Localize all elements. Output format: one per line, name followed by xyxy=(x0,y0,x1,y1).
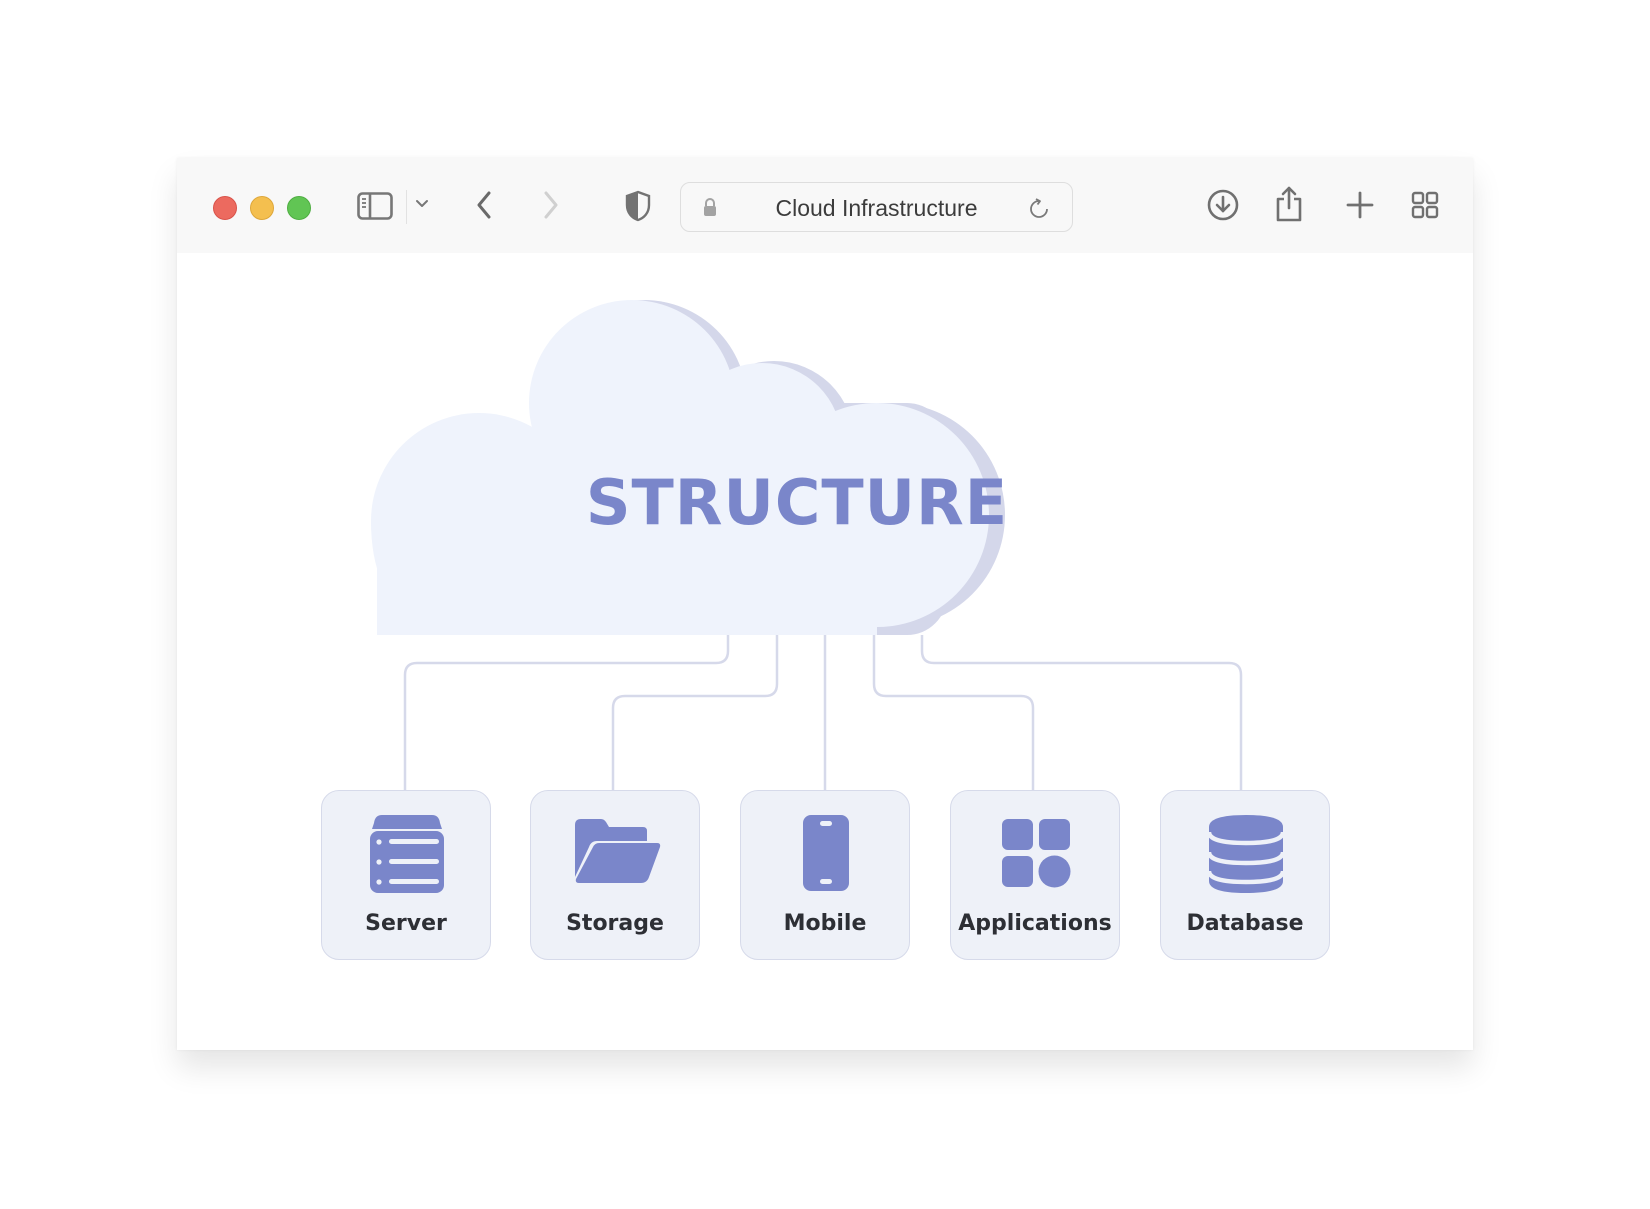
share-icon[interactable] xyxy=(1273,184,1305,224)
node-label: Storage xyxy=(566,911,664,936)
database-icon xyxy=(1201,809,1291,899)
download-icon[interactable] xyxy=(1206,188,1240,222)
plus-icon[interactable] xyxy=(1345,190,1375,220)
browser-window: Cloud Infrastructure xyxy=(177,158,1473,1050)
chevron-down-icon[interactable] xyxy=(414,196,430,212)
shield-icon[interactable] xyxy=(624,189,652,223)
node-applications[interactable]: Applications xyxy=(950,790,1120,960)
node-database[interactable]: Database xyxy=(1160,790,1330,960)
node-label: Applications xyxy=(958,911,1112,936)
node-storage[interactable]: Storage xyxy=(530,790,700,960)
back-button[interactable] xyxy=(474,190,494,220)
zoom-button[interactable] xyxy=(287,196,311,220)
folder-icon xyxy=(571,809,661,899)
page-content: STRUCTURE Server Storage Mobile Applicat xyxy=(177,253,1473,1050)
forward-button[interactable] xyxy=(541,190,561,220)
close-button[interactable] xyxy=(213,196,237,220)
node-label: Mobile xyxy=(783,911,867,936)
lock-icon xyxy=(702,196,718,218)
mobile-icon xyxy=(781,809,871,899)
node-label: Database xyxy=(1186,911,1304,936)
grid-icon[interactable] xyxy=(1410,190,1440,220)
minimize-button[interactable] xyxy=(250,196,274,220)
reload-icon[interactable] xyxy=(1027,197,1051,221)
address-bar[interactable]: Cloud Infrastructure xyxy=(680,182,1073,232)
node-label: Server xyxy=(365,911,447,936)
browser-toolbar: Cloud Infrastructure xyxy=(177,158,1473,253)
sidebar-icon[interactable] xyxy=(357,191,393,221)
page-title: Cloud Infrastructure xyxy=(775,195,978,221)
cloud-shape xyxy=(371,300,989,635)
node-server[interactable]: Server xyxy=(321,790,491,960)
node-mobile[interactable]: Mobile xyxy=(740,790,910,960)
connector-lines xyxy=(403,635,1243,790)
apps-grid-icon xyxy=(991,809,1081,899)
server-icon xyxy=(362,809,452,899)
cloud-title: STRUCTURE xyxy=(585,466,1009,539)
toolbar-divider xyxy=(406,190,407,224)
diagram-canvas xyxy=(371,300,1243,790)
